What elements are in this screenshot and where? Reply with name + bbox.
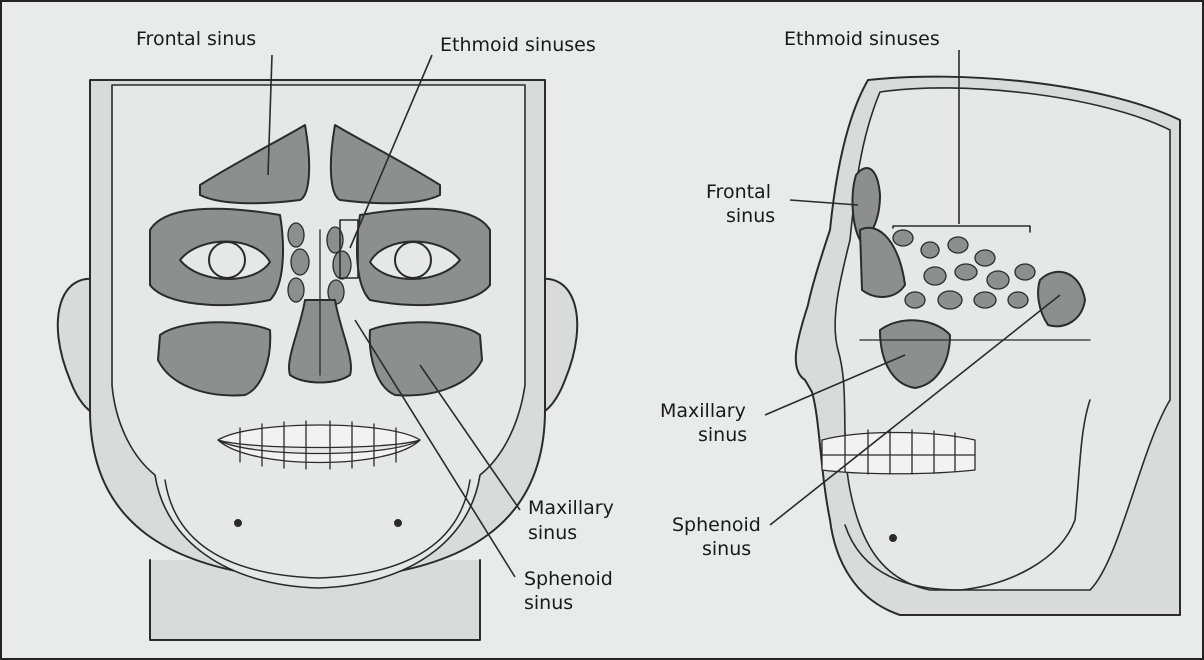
side-mental-foramen: [890, 535, 896, 541]
front-maxillary-sinus-label-line2: sinus: [528, 522, 577, 545]
front-iris-right: [395, 242, 431, 278]
side-maxillary-sinus-label-line2: sinus: [698, 424, 747, 447]
front-frontal-sinus-label: Frontal sinus: [136, 28, 256, 51]
front-iris-left: [209, 242, 245, 278]
front-mental-foramen-right: [395, 520, 401, 526]
side-frontal-sinus-label-line1: Frontal: [706, 181, 771, 204]
side-sphenoid-sinus-label-line2: sinus: [702, 538, 751, 561]
side-frontal-sinus-label-line2: sinus: [726, 205, 775, 228]
front-sphenoid-sinus-label-line2: sinus: [524, 592, 573, 615]
front-ethmoid-sinuses-label: Ethmoid sinuses: [440, 34, 596, 57]
side-sphenoid-sinus-label-line1: Sphenoid: [672, 514, 761, 537]
side-teeth: [822, 430, 975, 474]
front-mental-foramen-left: [235, 520, 241, 526]
side-maxillary-sinus-label-line1: Maxillary: [660, 400, 746, 423]
side-view: [796, 77, 1180, 615]
front-sphenoid-sinus-label-line1: Sphenoid: [524, 568, 613, 591]
side-ethmoid-sinuses-label: Ethmoid sinuses: [784, 28, 940, 51]
front-maxillary-sinus-label-line1: Maxillary: [528, 497, 614, 520]
